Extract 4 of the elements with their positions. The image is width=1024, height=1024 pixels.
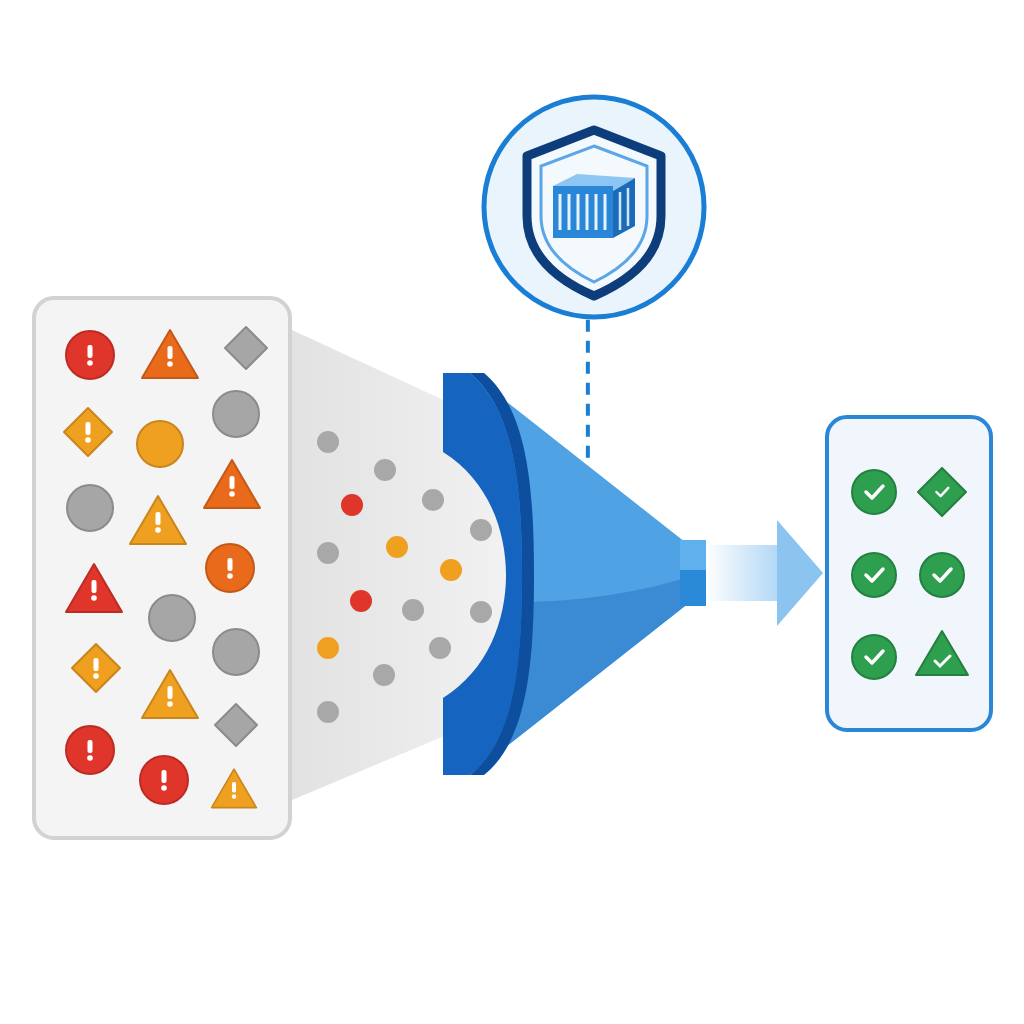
security-badge — [481, 94, 707, 320]
panel — [32, 296, 292, 840]
dashed-connector — [585, 319, 590, 460]
panel — [825, 415, 993, 732]
